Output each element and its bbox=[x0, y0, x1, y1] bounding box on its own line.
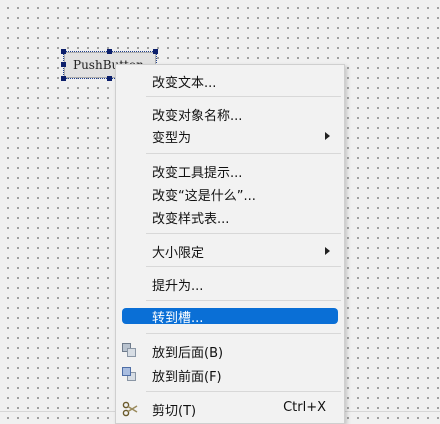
submenu-arrow-icon bbox=[325, 247, 330, 255]
menu-separator bbox=[146, 233, 341, 234]
menu-item-change-object-name[interactable]: 改变对象名称... bbox=[116, 102, 344, 126]
menu-item-label: 放到前面(F) bbox=[152, 370, 222, 385]
resize-handle-top[interactable] bbox=[107, 49, 112, 54]
menu-item-label: 转到槽... bbox=[152, 311, 204, 326]
resize-handle-bottom[interactable] bbox=[107, 76, 112, 81]
menu-separator bbox=[146, 96, 341, 97]
menu-item-size-constraints[interactable]: 大小限定 bbox=[116, 239, 344, 263]
menu-item-label: 改变工具提示... bbox=[152, 166, 243, 181]
menu-separator bbox=[146, 333, 341, 334]
menu-item-bring-to-front[interactable]: 放到前面(F) bbox=[116, 363, 344, 387]
menu-item-go-to-slot[interactable]: 转到槽... bbox=[116, 307, 344, 331]
menu-item-label: 提升为... bbox=[152, 279, 204, 294]
menu-separator bbox=[146, 300, 341, 301]
menu-item-label: 剪切(T) bbox=[152, 404, 197, 419]
menu-item-label: 改变样式表... bbox=[152, 212, 230, 227]
resize-handle-top-left[interactable] bbox=[61, 49, 66, 54]
menu-item-label: 大小限定 bbox=[152, 246, 205, 261]
menu-item-label: 改变对象名称... bbox=[152, 109, 243, 124]
menu-item-morph-into[interactable]: 变型为 bbox=[116, 124, 344, 148]
menu-item-label: 放到后面(B) bbox=[152, 346, 224, 361]
bring-to-front-icon bbox=[122, 367, 138, 383]
menu-item-cut[interactable]: 剪切(T) Ctrl+X bbox=[116, 397, 344, 421]
menu-item-label: 改变文本... bbox=[152, 76, 217, 91]
scissors-icon bbox=[122, 401, 138, 417]
menu-separator bbox=[146, 391, 341, 392]
send-to-back-icon bbox=[122, 343, 138, 359]
menu-item-change-tooltip[interactable]: 改变工具提示... bbox=[116, 159, 344, 183]
menu-item-change-text[interactable]: 改变文本... bbox=[116, 69, 344, 93]
menu-item-change-stylesheet[interactable]: 改变样式表... bbox=[116, 205, 344, 229]
menu-item-shortcut: Ctrl+X bbox=[283, 400, 326, 415]
menu-item-promote-to[interactable]: 提升为... bbox=[116, 272, 344, 296]
menu-item-label: 改变“这是什么”... bbox=[152, 189, 256, 204]
menu-highlight bbox=[122, 308, 338, 324]
menu-item-label: 变型为 bbox=[152, 131, 192, 146]
context-menu: 改变文本... 改变对象名称... 变型为 改变工具提示... 改变“这是什么”… bbox=[115, 64, 345, 424]
resize-handle-left[interactable] bbox=[61, 62, 66, 67]
menu-item-send-to-back[interactable]: 放到后面(B) bbox=[116, 339, 344, 363]
submenu-arrow-icon bbox=[325, 132, 330, 140]
resize-handle-top-right[interactable] bbox=[153, 49, 158, 54]
menu-separator bbox=[146, 153, 341, 154]
resize-handle-bottom-left[interactable] bbox=[61, 76, 66, 81]
menu-item-change-whats-this[interactable]: 改变“这是什么”... bbox=[116, 182, 344, 206]
menu-separator bbox=[146, 266, 341, 267]
